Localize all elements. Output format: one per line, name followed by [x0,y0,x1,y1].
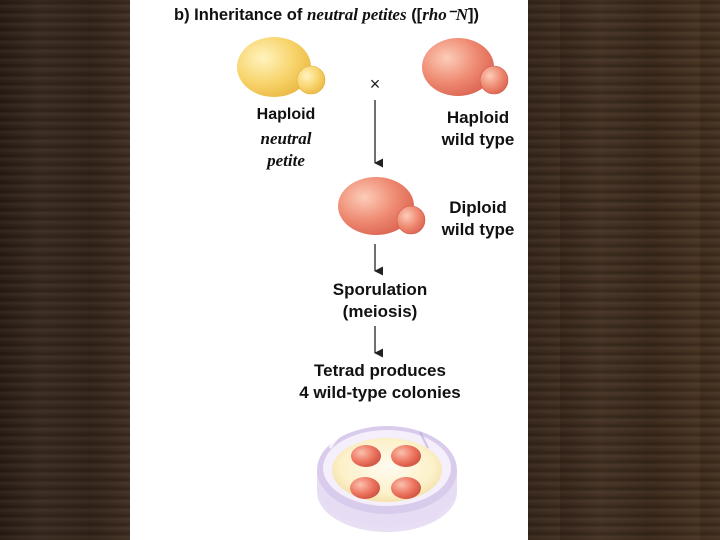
colony-3 [350,477,380,499]
label-tetrad-line1: Tetrad produces [314,361,446,380]
title-genotype: rho⁻N [422,5,469,24]
label-left-parent-line3: petite [267,151,305,170]
neutral-petite-cell [237,37,326,97]
colony-2 [391,445,421,467]
wild-type-haploid-cell [422,38,509,96]
label-sporulation-line2: (meiosis) [342,302,418,321]
colony-4 [391,477,421,499]
cross-symbol: × [370,74,381,94]
label-right-parent-line1: Haploid [446,108,510,127]
title-prefix: b) Inheritance of [174,6,303,24]
label-right-parent-line2: wild type [441,130,515,149]
title-paren-close: ]) [468,6,480,24]
petri-plate [317,426,457,532]
colony-1 [351,445,381,467]
diploid-cell [338,177,426,235]
label-diploid-line2: wild type [441,220,515,239]
title-paren-open: ([ [411,6,423,24]
label-left-parent-line1: Haploid [256,106,316,123]
label-tetrad-line2: 4 wild-type colonies [299,383,461,402]
title-italic: neutral petites [306,5,407,24]
figure-title: b) Inheritance of neutral petites ([rho⁻… [174,5,479,25]
label-sporulation-line1: Sporulation [332,280,428,299]
label-left-parent-line2: neutral [260,129,312,148]
label-diploid-line1: Diploid [449,198,507,217]
